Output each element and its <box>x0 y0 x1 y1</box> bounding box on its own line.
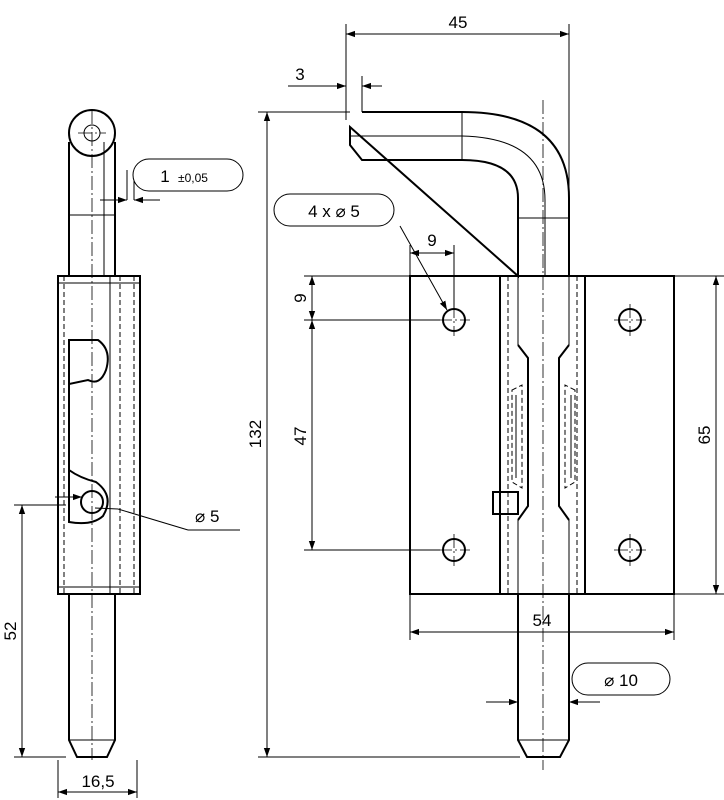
front-dimensions: 45 3 132 4 x ⌀ 5 9 9 47 65 <box>246 13 724 758</box>
side-upper-rod <box>68 142 116 276</box>
side-lower-rod <box>68 594 116 758</box>
stop-pin <box>492 491 519 515</box>
front-view <box>349 100 675 770</box>
side-depth-dim: 16,5 <box>81 772 114 791</box>
bolt-neck <box>517 344 570 521</box>
side-view <box>57 109 141 760</box>
side-pin-hole <box>80 490 104 514</box>
side-slot <box>68 339 109 525</box>
chamfer-dim: 3 <box>295 65 304 84</box>
tolerance-callout <box>132 158 244 192</box>
hole-offset-v-dim: 9 <box>291 293 310 302</box>
slot-left <box>511 384 523 489</box>
hole-callout: 4 x ⌀ 5 <box>308 202 360 221</box>
bolt-diameter-dim: ⌀ 10 <box>604 671 638 690</box>
slot-right <box>564 384 576 489</box>
bolt-diameter-callout <box>571 662 671 696</box>
plate-height-dim: 65 <box>695 426 714 445</box>
hole-offset-h-dim: 9 <box>427 231 436 250</box>
bolt-hook <box>349 111 570 279</box>
bolt-reach-dim: 45 <box>449 13 468 32</box>
front-lower-rod <box>517 594 570 758</box>
plate-width-dim: 54 <box>533 611 552 630</box>
hole-callout-box <box>273 193 395 227</box>
side-dimensions: 1 ±0,05 ⌀ 5 52 16,5 <box>1 158 244 798</box>
overall-height-dim: 132 <box>246 420 265 448</box>
hole-spacing-v-dim: 47 <box>291 427 310 446</box>
side-projection-dim: 52 <box>1 622 20 641</box>
front-plate <box>409 275 675 595</box>
side-plate <box>57 275 141 595</box>
tolerance-value: 1 <box>160 167 169 186</box>
tolerance-range: ±0,05 <box>178 171 208 185</box>
side-pin-diameter: ⌀ 5 <box>195 507 219 526</box>
